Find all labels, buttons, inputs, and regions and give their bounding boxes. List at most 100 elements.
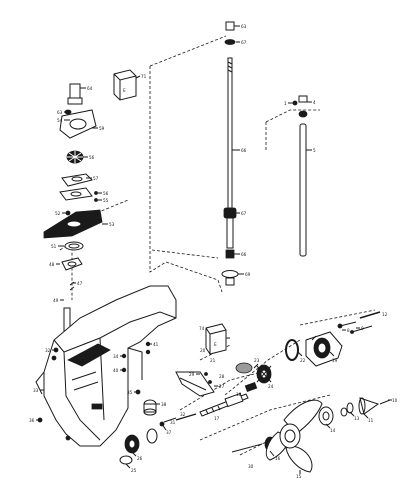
parts-kit-box-gear: E: [205, 323, 227, 355]
clutch-dog: [224, 392, 244, 408]
prop-spacers: [340, 402, 354, 417]
callout-pump-housing: 59: [99, 126, 105, 131]
callout-top-cap: 63: [241, 24, 247, 29]
callout-prop-nut-pin: 12: [382, 312, 388, 317]
callout-bearing-carrier: 19: [332, 358, 338, 363]
callout-thrust-washer: 15: [296, 474, 302, 479]
trim-anode: [175, 371, 215, 397]
driveshaft-splines: [227, 61, 233, 73]
large-oring: [285, 339, 299, 361]
water-tube-grommet: [61, 257, 83, 271]
pump-cup-base: [67, 97, 83, 105]
callout-housing: 33: [33, 388, 39, 393]
callout-kit-box: 71: [141, 74, 147, 79]
callout-tube-grommet: 48: [49, 262, 55, 267]
bearing-carrier: [305, 331, 343, 367]
callout-driveshaft: 66: [241, 148, 247, 153]
callout-pump-plate: 57: [93, 176, 99, 181]
callout-pump-cup: 64: [87, 86, 93, 91]
shift-rod: [299, 123, 307, 257]
callout-numbers: 63 67 66 67 66 69 4 1 5 71 64 63 54 59 5…: [29, 24, 398, 479]
callout-gear-kit: 74: [199, 326, 205, 331]
callout-top-seal: 67: [241, 40, 247, 45]
callout-left-screw2: 40: [113, 368, 119, 373]
carrier-bolts: [337, 311, 381, 334]
callout-pinion-nut: 25: [131, 468, 137, 473]
callout-fill-screw: 35: [127, 390, 133, 395]
callout-lower-washer: 32: [180, 412, 186, 417]
shift-rod-clip: [292, 100, 298, 106]
shift-rod-bushing: [298, 110, 308, 118]
pinion-assembly: [235, 362, 272, 384]
callout-cotter: 10: [392, 398, 398, 403]
forward-gear: [119, 399, 177, 465]
callout-base-screw: 52: [55, 211, 61, 216]
driveshaft-lower: [226, 217, 234, 249]
callout-carrier-stud: 9: [361, 326, 364, 331]
callout-gear-side: 20: [200, 348, 206, 353]
pump-gasket: [59, 187, 93, 201]
callout-drain-screw: 36: [29, 418, 35, 423]
callout-left-screw1: 34: [113, 354, 119, 359]
callout-plate-screw2: 55: [103, 198, 109, 203]
callout-bearing-ring: 69: [245, 272, 251, 277]
driveshaft-bearing-ring: [221, 270, 239, 278]
callout-propeller: 14: [330, 428, 336, 433]
driveshaft-top-cap: [225, 21, 235, 31]
propshaft-assembly: [175, 381, 258, 421]
callout-leaders: [36, 25, 392, 474]
callout-anode: 27: [219, 384, 225, 389]
callout-driveshaft-collar: 67: [241, 211, 247, 216]
callout-anode-washer: 29: [189, 372, 195, 377]
driveshaft-bottom-cup: [225, 277, 235, 286]
water-pump-assembly: [43, 83, 103, 251]
callout-clutch-dog: 18: [236, 392, 242, 397]
pump-oring: [64, 241, 84, 251]
callout-propshaft: 17: [214, 416, 220, 421]
pump-base-screw: [65, 210, 71, 216]
callout-lower-mount: 30: [248, 464, 254, 469]
thrust-hub: [318, 406, 334, 426]
callout-prop-nut: 11: [368, 418, 374, 423]
pump-cup: [69, 83, 81, 99]
parts-kit-box-top: E: [113, 69, 137, 101]
callout-tube-stud: 47: [77, 281, 83, 286]
driveshaft-top-seal: [224, 39, 236, 45]
callout-shift-nut: 4: [313, 100, 316, 105]
callout-fwd-bearing: 38: [161, 402, 167, 407]
callout-pump-ring2: 54: [57, 118, 63, 123]
callout-shift-rod: 5: [313, 148, 316, 153]
callout-left-screw3: 41: [153, 342, 159, 347]
driveshaft-collar: [223, 207, 237, 219]
callout-pinion-gear: 26: [137, 456, 143, 461]
callout-fin-tab: 32: [45, 348, 51, 353]
prop-nut-cone: [358, 397, 391, 415]
callout-pinion-washer: 23: [254, 358, 260, 363]
pump-housing: [59, 109, 97, 139]
shift-rod-nut: [298, 95, 308, 103]
callout-lower-screw: 31: [170, 420, 176, 425]
driveshaft-assembly: [221, 21, 239, 286]
driveshaft-lower-bearing: [225, 249, 235, 259]
callout-plate-screw1: 56: [103, 191, 109, 196]
callout-carrier-screw: 8: [347, 328, 350, 333]
callout-oring-large: 22: [300, 358, 306, 363]
shift-rod-assembly: [292, 95, 308, 257]
callout-water-tube: 49: [53, 298, 59, 303]
callout-bearing: 66: [241, 252, 247, 257]
callout-gear-side2: 21: [210, 358, 216, 363]
callout-anode-screw: 28: [219, 374, 225, 379]
pump-plate: [61, 173, 93, 187]
gear-housing: [35, 285, 177, 447]
callout-reverse-gear: 16: [275, 456, 281, 461]
gear-kit-label: E: [214, 342, 217, 347]
propeller: [265, 399, 323, 473]
callout-pump-ring1: 63: [57, 110, 63, 115]
driveshaft: [227, 57, 233, 209]
callout-shift-clip: 1: [284, 101, 287, 106]
callout-spacer: 13: [354, 416, 360, 421]
callout-gear-side3: 24: [268, 384, 274, 389]
kit-box-label: E: [123, 88, 126, 93]
impeller: [66, 150, 84, 164]
